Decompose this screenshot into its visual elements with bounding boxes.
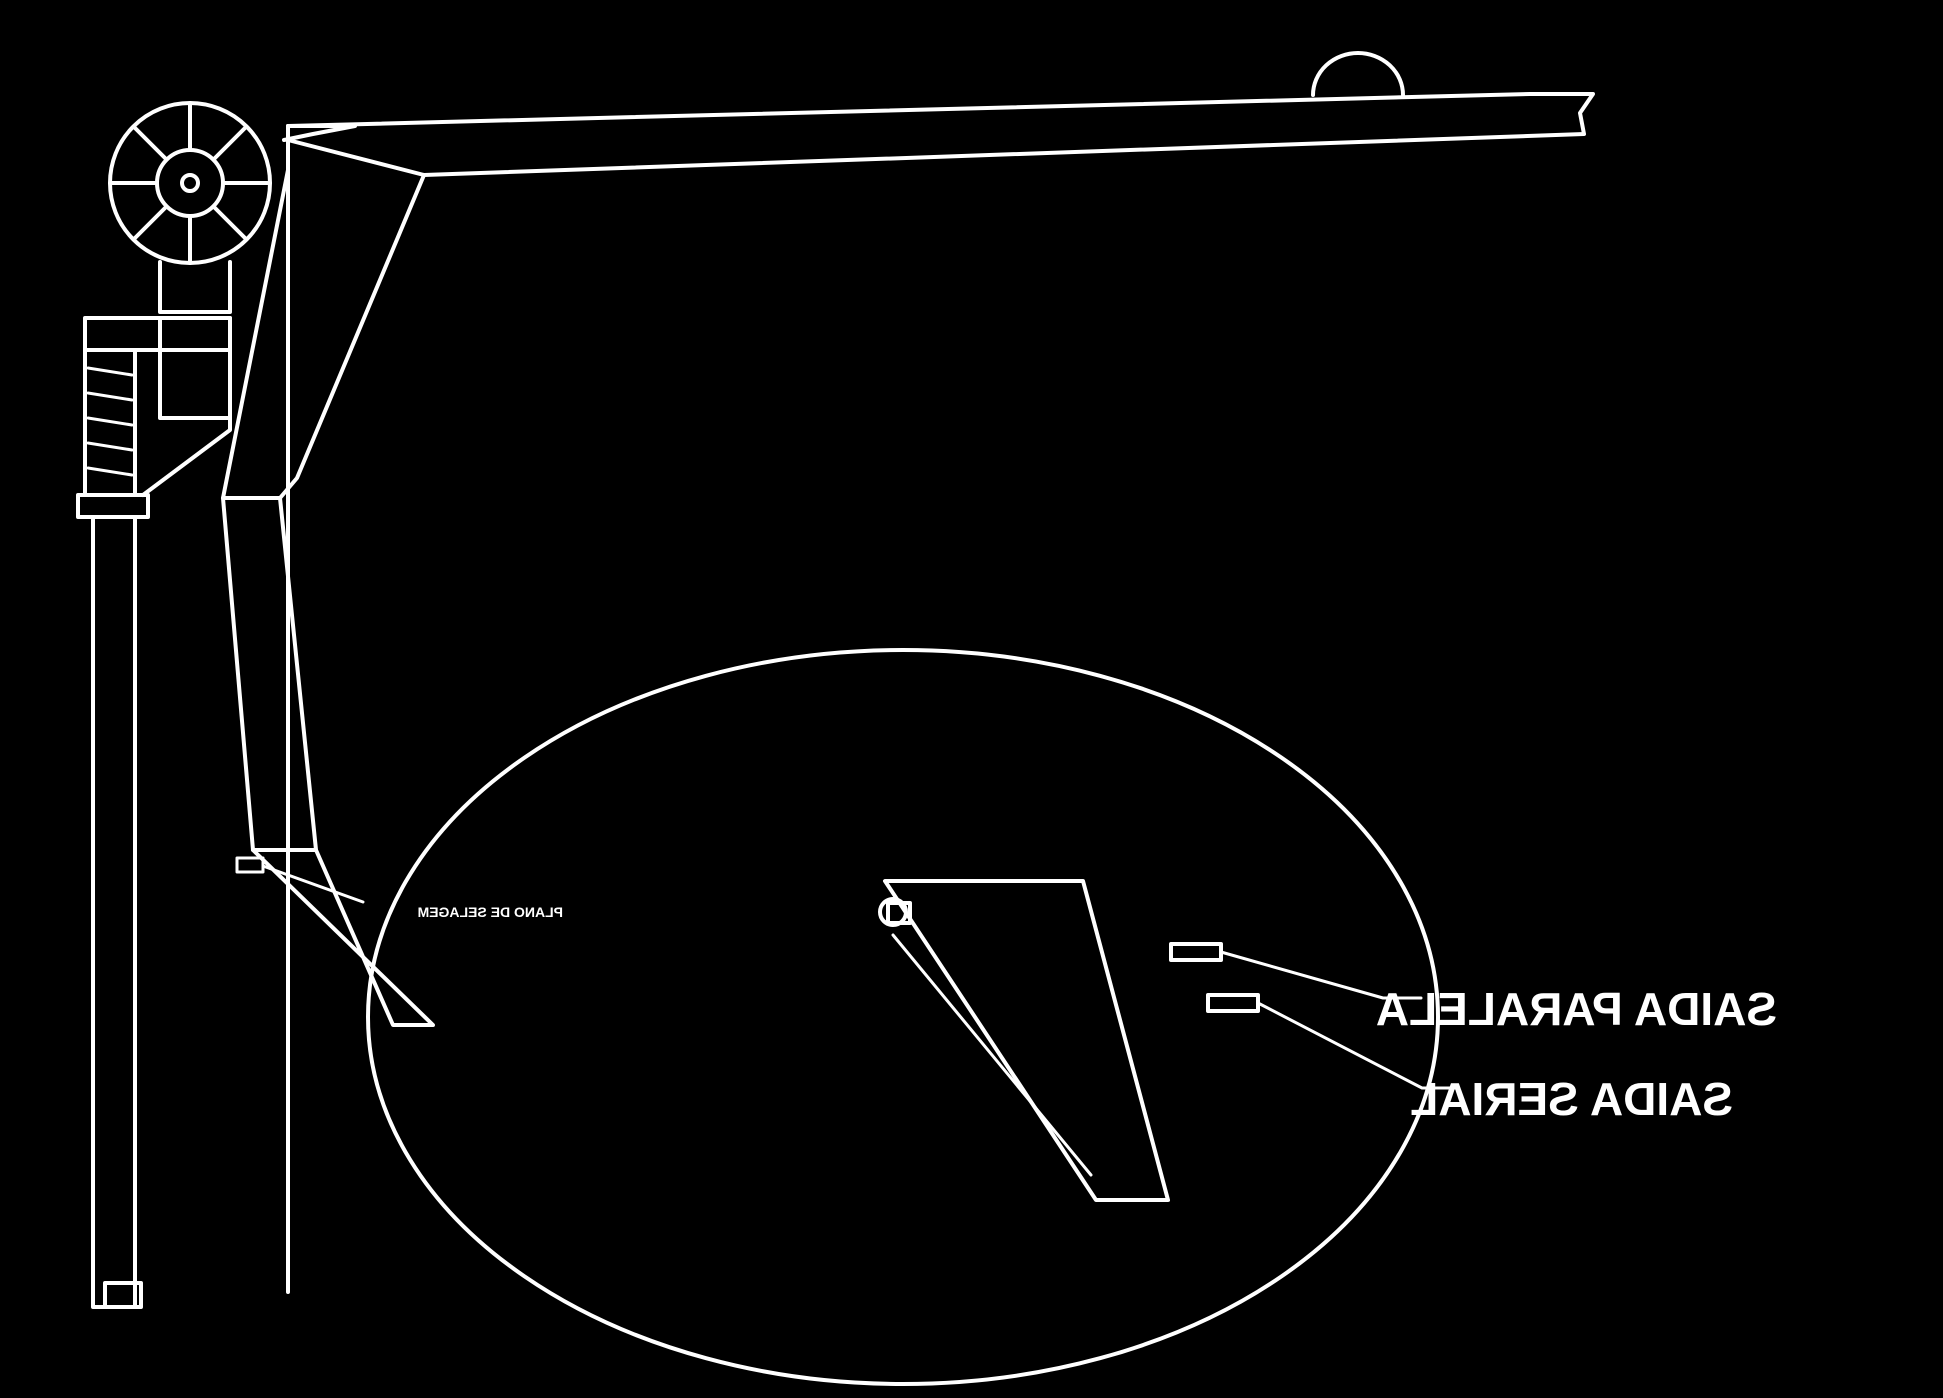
detail-knob (878, 897, 908, 927)
mirrored-drawing (76, 51, 1595, 1386)
reel-support (158, 260, 232, 314)
column-collar (76, 493, 150, 519)
sealing-plane-label: PLANO DE SELAGEM (418, 904, 563, 920)
sealing-leader (261, 864, 365, 904)
clamp-block (83, 316, 232, 352)
parallel-port (1169, 942, 1223, 962)
arm-inner (278, 173, 426, 500)
motor-housing (158, 316, 232, 420)
column-foot (103, 1281, 143, 1309)
threaded-spindle (83, 348, 137, 497)
lower-tube (221, 496, 318, 852)
arm-outer (282, 124, 357, 1294)
serial-output-label: SAIDA SERIAL (1410, 1073, 1733, 1125)
arm-top-edge (286, 92, 1595, 177)
arm-outer-side (221, 124, 290, 500)
parallel-leader (1219, 950, 1423, 1000)
dome (1311, 51, 1405, 97)
sealing-tab (235, 856, 265, 874)
detail-board (883, 879, 1170, 1202)
reel-wheel (108, 101, 272, 265)
bracket (141, 416, 232, 497)
detail-board-edge (891, 933, 1093, 1177)
detail-ellipse (366, 648, 1440, 1386)
parallel-output-label: SAIDA PARALELA (1376, 983, 1777, 1035)
serial-leader (1256, 1001, 1460, 1090)
serial-port (1206, 993, 1260, 1013)
vertical-column (91, 515, 137, 1309)
sealing-head (251, 848, 435, 1027)
